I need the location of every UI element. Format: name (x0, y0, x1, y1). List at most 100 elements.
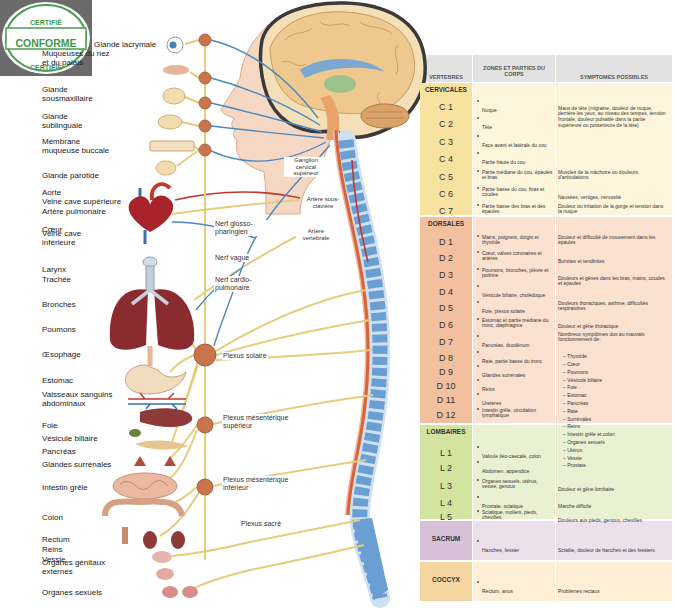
bullet-dot (477, 318, 479, 320)
organ-label: Estomac (42, 377, 73, 386)
label-slot: L 4 (421, 492, 471, 510)
organ-label: Trachée (42, 276, 71, 285)
organ-label: Membrane muqueuse buccale (42, 138, 112, 156)
organ-label: Veine cave inférieure (42, 230, 100, 248)
label-slot: Partie médiane du cou, épaules et bras (482, 165, 554, 183)
label-slot: C 4 (421, 148, 471, 166)
symptom-text: Nombreux symptômes dus au mauvais foncti… (558, 332, 668, 343)
label-slot: Nerf cardio-pulmonaire (214, 276, 274, 294)
organ-label: Glandes surrénales (42, 461, 111, 470)
label-slot: C 2 (421, 113, 471, 131)
zone-text: Partie basse des bras et des épaules (482, 204, 554, 215)
label-slot: Plexus mésentérique inférieur (222, 476, 294, 494)
symptom-text: Nausées, vertiges, nervosité (558, 195, 621, 201)
zone-text: Glandes surrénales (482, 373, 525, 379)
label-slot: Glande sublinguale (42, 113, 104, 132)
cerebellum (361, 104, 409, 128)
external-genitals (156, 568, 174, 580)
pancreas (135, 440, 188, 449)
ganglion (199, 120, 211, 132)
zone-text: Abdomen, appendice (482, 469, 529, 475)
nerve (170, 430, 197, 478)
sublingual-gland (158, 115, 182, 129)
label-slot: Trachée (42, 268, 122, 286)
label-slot: Organes sexuels, utérus, vessie, genoux (482, 474, 554, 492)
organ-label: Pancréas (42, 448, 76, 457)
small-intestine (113, 473, 177, 499)
symptom-list-item: – Prostate (563, 463, 586, 469)
column-rule (555, 521, 556, 560)
label-slot: Problèmes rectaux (558, 579, 668, 597)
label-slot: C 7 (421, 200, 471, 218)
ganglion (199, 72, 211, 84)
vertebra-code: D 1 (439, 237, 453, 247)
plexus (197, 417, 213, 433)
label-slot: Pancréas (42, 440, 127, 458)
stamp-text: CERTIFIÉ (30, 19, 62, 27)
label-slot: Maux de tête (migraine, douleur de nuque… (558, 106, 668, 131)
zone-text: Partie basse du cou, bras et coudes (482, 187, 554, 198)
label-slot: L 2 (421, 457, 471, 475)
vertebra-code: D 7 (439, 337, 453, 347)
label-slot: D 11 (421, 389, 471, 407)
vertebra-code: D 12 (436, 410, 455, 420)
bullet-dot (477, 446, 479, 448)
label-slot: CONFORME (8, 33, 84, 51)
column-rule (555, 83, 556, 215)
label-slot: – Pancréas (563, 391, 668, 409)
label-slot: Douleur et difficulté de mouvement dans … (558, 230, 668, 248)
bullet-dot (477, 152, 479, 154)
label-slot: Plexus solaire (222, 344, 292, 362)
adrenal-glands (134, 456, 176, 466)
label-slot: D 3 (421, 264, 471, 282)
label-slot: Glande parotide (42, 164, 142, 182)
symptom-list-item: – Intestin grêle et colon (563, 432, 615, 438)
label-slot: Partie basse des bras et des épaules (482, 199, 554, 217)
organ-label: Glande sousmaxillaire (42, 86, 114, 104)
section-heading: SACRUM (420, 532, 472, 542)
gallbladder (129, 429, 141, 437)
symptom-list-item: – Cœur (563, 362, 580, 368)
vertebra-code: L 1 (440, 448, 452, 458)
bullet-dot (477, 461, 479, 463)
label-slot: – Rate (563, 399, 668, 417)
label-slot: Mains, poignets, doigts et thyroïde (482, 230, 554, 248)
label-slot: Reins (42, 538, 112, 556)
label-slot: Hanches, fessier (482, 538, 554, 556)
label-slot: Vésicule biliaire, cholédoque (482, 283, 554, 301)
organ-label: Vaisseaux sanguins abdominaux (42, 391, 122, 409)
stamp-banner (6, 28, 86, 49)
symptom-list-item: – Organes sexuels (563, 440, 605, 446)
label-slot: Bursites et tendinites (558, 249, 668, 267)
label-slot: Valvule iléo-caecale, colon (482, 444, 554, 462)
bullet-dot (477, 479, 479, 481)
label-slot: Organes sexuels (42, 581, 142, 599)
vertebra-code: L 3 (440, 481, 452, 491)
section-band: CERVICALES (420, 83, 672, 215)
label-slot: Membrane muqueuse buccale (42, 138, 112, 157)
thalamus (324, 75, 356, 93)
symptom-text: Maux de tête (migraine, douleur de nuque… (558, 106, 668, 128)
label-slot: Plexus sacré (240, 512, 300, 530)
nerve (185, 40, 199, 44)
zone-text: Face avant et latérale du cou (482, 143, 547, 149)
symptom-text: Douleurs thoraciques, asthme, difficulté… (558, 301, 668, 312)
label-slot: Estomac (42, 369, 112, 387)
table-header-ground (420, 55, 672, 82)
bronchi (132, 290, 168, 304)
bullet-dot (477, 510, 479, 512)
label-slot: Rectum, anus (482, 579, 554, 597)
zone-text: Tête (482, 125, 492, 131)
label-slot: – Intestin grêle et colon (563, 422, 668, 440)
vertebra-code: C 6 (439, 189, 453, 199)
label-slot: – Foie (563, 375, 668, 393)
label-slot: Colon (42, 506, 97, 524)
organ-label: Poumons (42, 326, 76, 335)
vertebra-code: D 2 (439, 253, 453, 263)
section-heading: DORSALES (420, 217, 472, 227)
section-heading: CERVICALES (420, 83, 472, 93)
organ-label: Veine cave supérieure (42, 198, 121, 207)
bullet-dot (477, 204, 479, 206)
iris (170, 42, 177, 49)
vertebra-code: C 2 (439, 119, 453, 129)
